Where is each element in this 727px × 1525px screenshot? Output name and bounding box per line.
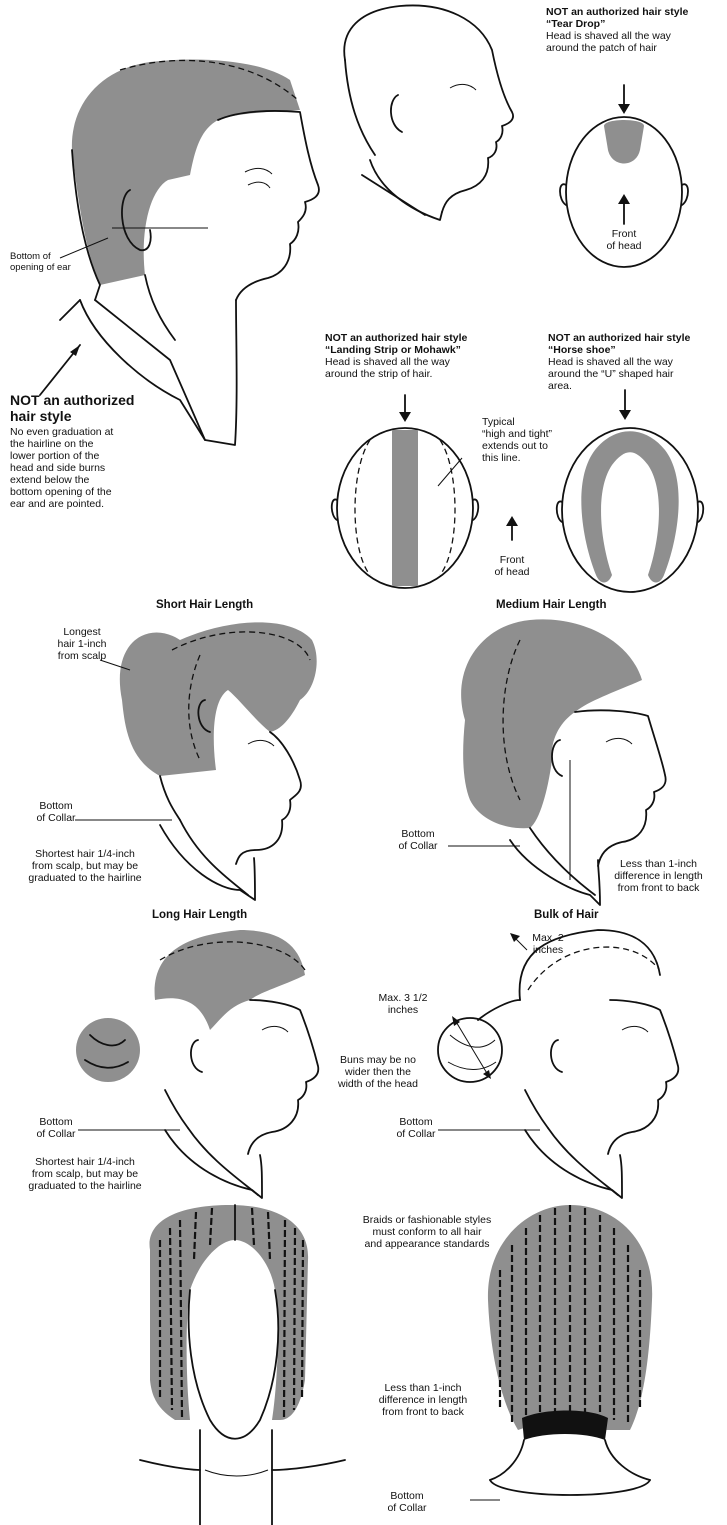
- mohawk-note: NOT an authorized hair style “Landing St…: [325, 332, 505, 380]
- tear-drop-front-label: Front of head: [596, 228, 652, 252]
- short-collar-label: Bottom of Collar: [26, 800, 86, 824]
- max-3-5-inches-label: Max. 3 1/2 inches: [368, 992, 438, 1016]
- man-profile-bald: [344, 5, 513, 220]
- medium-diff-label: Less than 1-inch difference in length fr…: [596, 858, 721, 894]
- woman-bulk-of-hair: [438, 930, 678, 1198]
- braids-collar-label: Bottom of Collar: [372, 1490, 442, 1514]
- high-and-tight-label: Typical “high and tight” extends out to …: [482, 416, 572, 464]
- bulk-collar-label: Bottom of Collar: [386, 1116, 446, 1140]
- long-hair-title: Long Hair Length: [152, 908, 247, 922]
- tear-drop-note: NOT an authorized hair style “Tear Drop”…: [546, 6, 726, 54]
- max-2-inches-label: Max. 2 inches: [518, 932, 578, 956]
- horse-shoe-top-view: [557, 390, 704, 592]
- men-not-authorized-note: NOT an authorized hair style No even gra…: [10, 392, 170, 510]
- bulk-hair-title: Bulk of Hair: [534, 908, 599, 922]
- short-hair-title: Short Hair Length: [156, 598, 253, 612]
- man-profile-gray-hair: [40, 59, 319, 445]
- long-collar-label: Bottom of Collar: [26, 1116, 86, 1140]
- mohawk-front-label: Front of head: [484, 554, 540, 578]
- braids-conform-label: Braids or fashionable styles must confor…: [336, 1214, 518, 1250]
- braids-back-view-left: [140, 1205, 345, 1525]
- braids-diff-label: Less than 1-inch difference in length fr…: [368, 1382, 478, 1418]
- medium-hair-title: Medium Hair Length: [496, 598, 607, 612]
- short-longest-label: Longest hair 1-inch from scalp: [42, 626, 122, 662]
- horse-shoe-note: NOT an authorized hair style “Horse shoe…: [548, 332, 726, 392]
- buns-width-label: Buns may be no wider then the width of t…: [326, 1054, 430, 1090]
- ear-label: Bottom of opening of ear: [10, 251, 71, 273]
- medium-collar-label: Bottom of Collar: [388, 828, 448, 852]
- short-shortest-label: Shortest hair 1/4-inch from scalp, but m…: [10, 848, 160, 884]
- long-shortest-label: Shortest hair 1/4-inch from scalp, but m…: [10, 1156, 160, 1192]
